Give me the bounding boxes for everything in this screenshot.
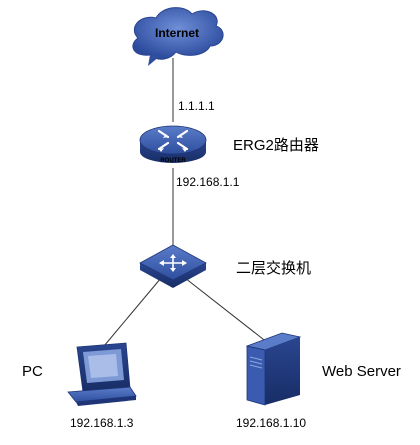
cloud-icon: Internet: [132, 7, 224, 66]
switch-name: 二层交换机: [236, 259, 311, 277]
router-lan-ip: 192.168.1.1: [176, 175, 240, 189]
pc-ip: 192.168.1.3: [70, 416, 134, 430]
router-badge: ROUTER: [160, 158, 186, 164]
server-ip: 192.168.1.10: [236, 416, 306, 430]
pc-name: PC: [22, 363, 43, 380]
router-wan-ip: 1.1.1.1: [178, 99, 215, 113]
server-name: Web Server: [322, 363, 401, 380]
link-switch-pc: [98, 277, 162, 353]
server-icon: [245, 332, 302, 406]
internet-label: Internet: [155, 26, 199, 40]
switch-icon: [139, 244, 207, 288]
router-icon: ROUTER: [139, 125, 207, 164]
router-name: ERG2路由器: [233, 137, 319, 154]
pc-icon: [67, 342, 137, 406]
links: [98, 58, 269, 353]
link-switch-server: [184, 277, 269, 344]
